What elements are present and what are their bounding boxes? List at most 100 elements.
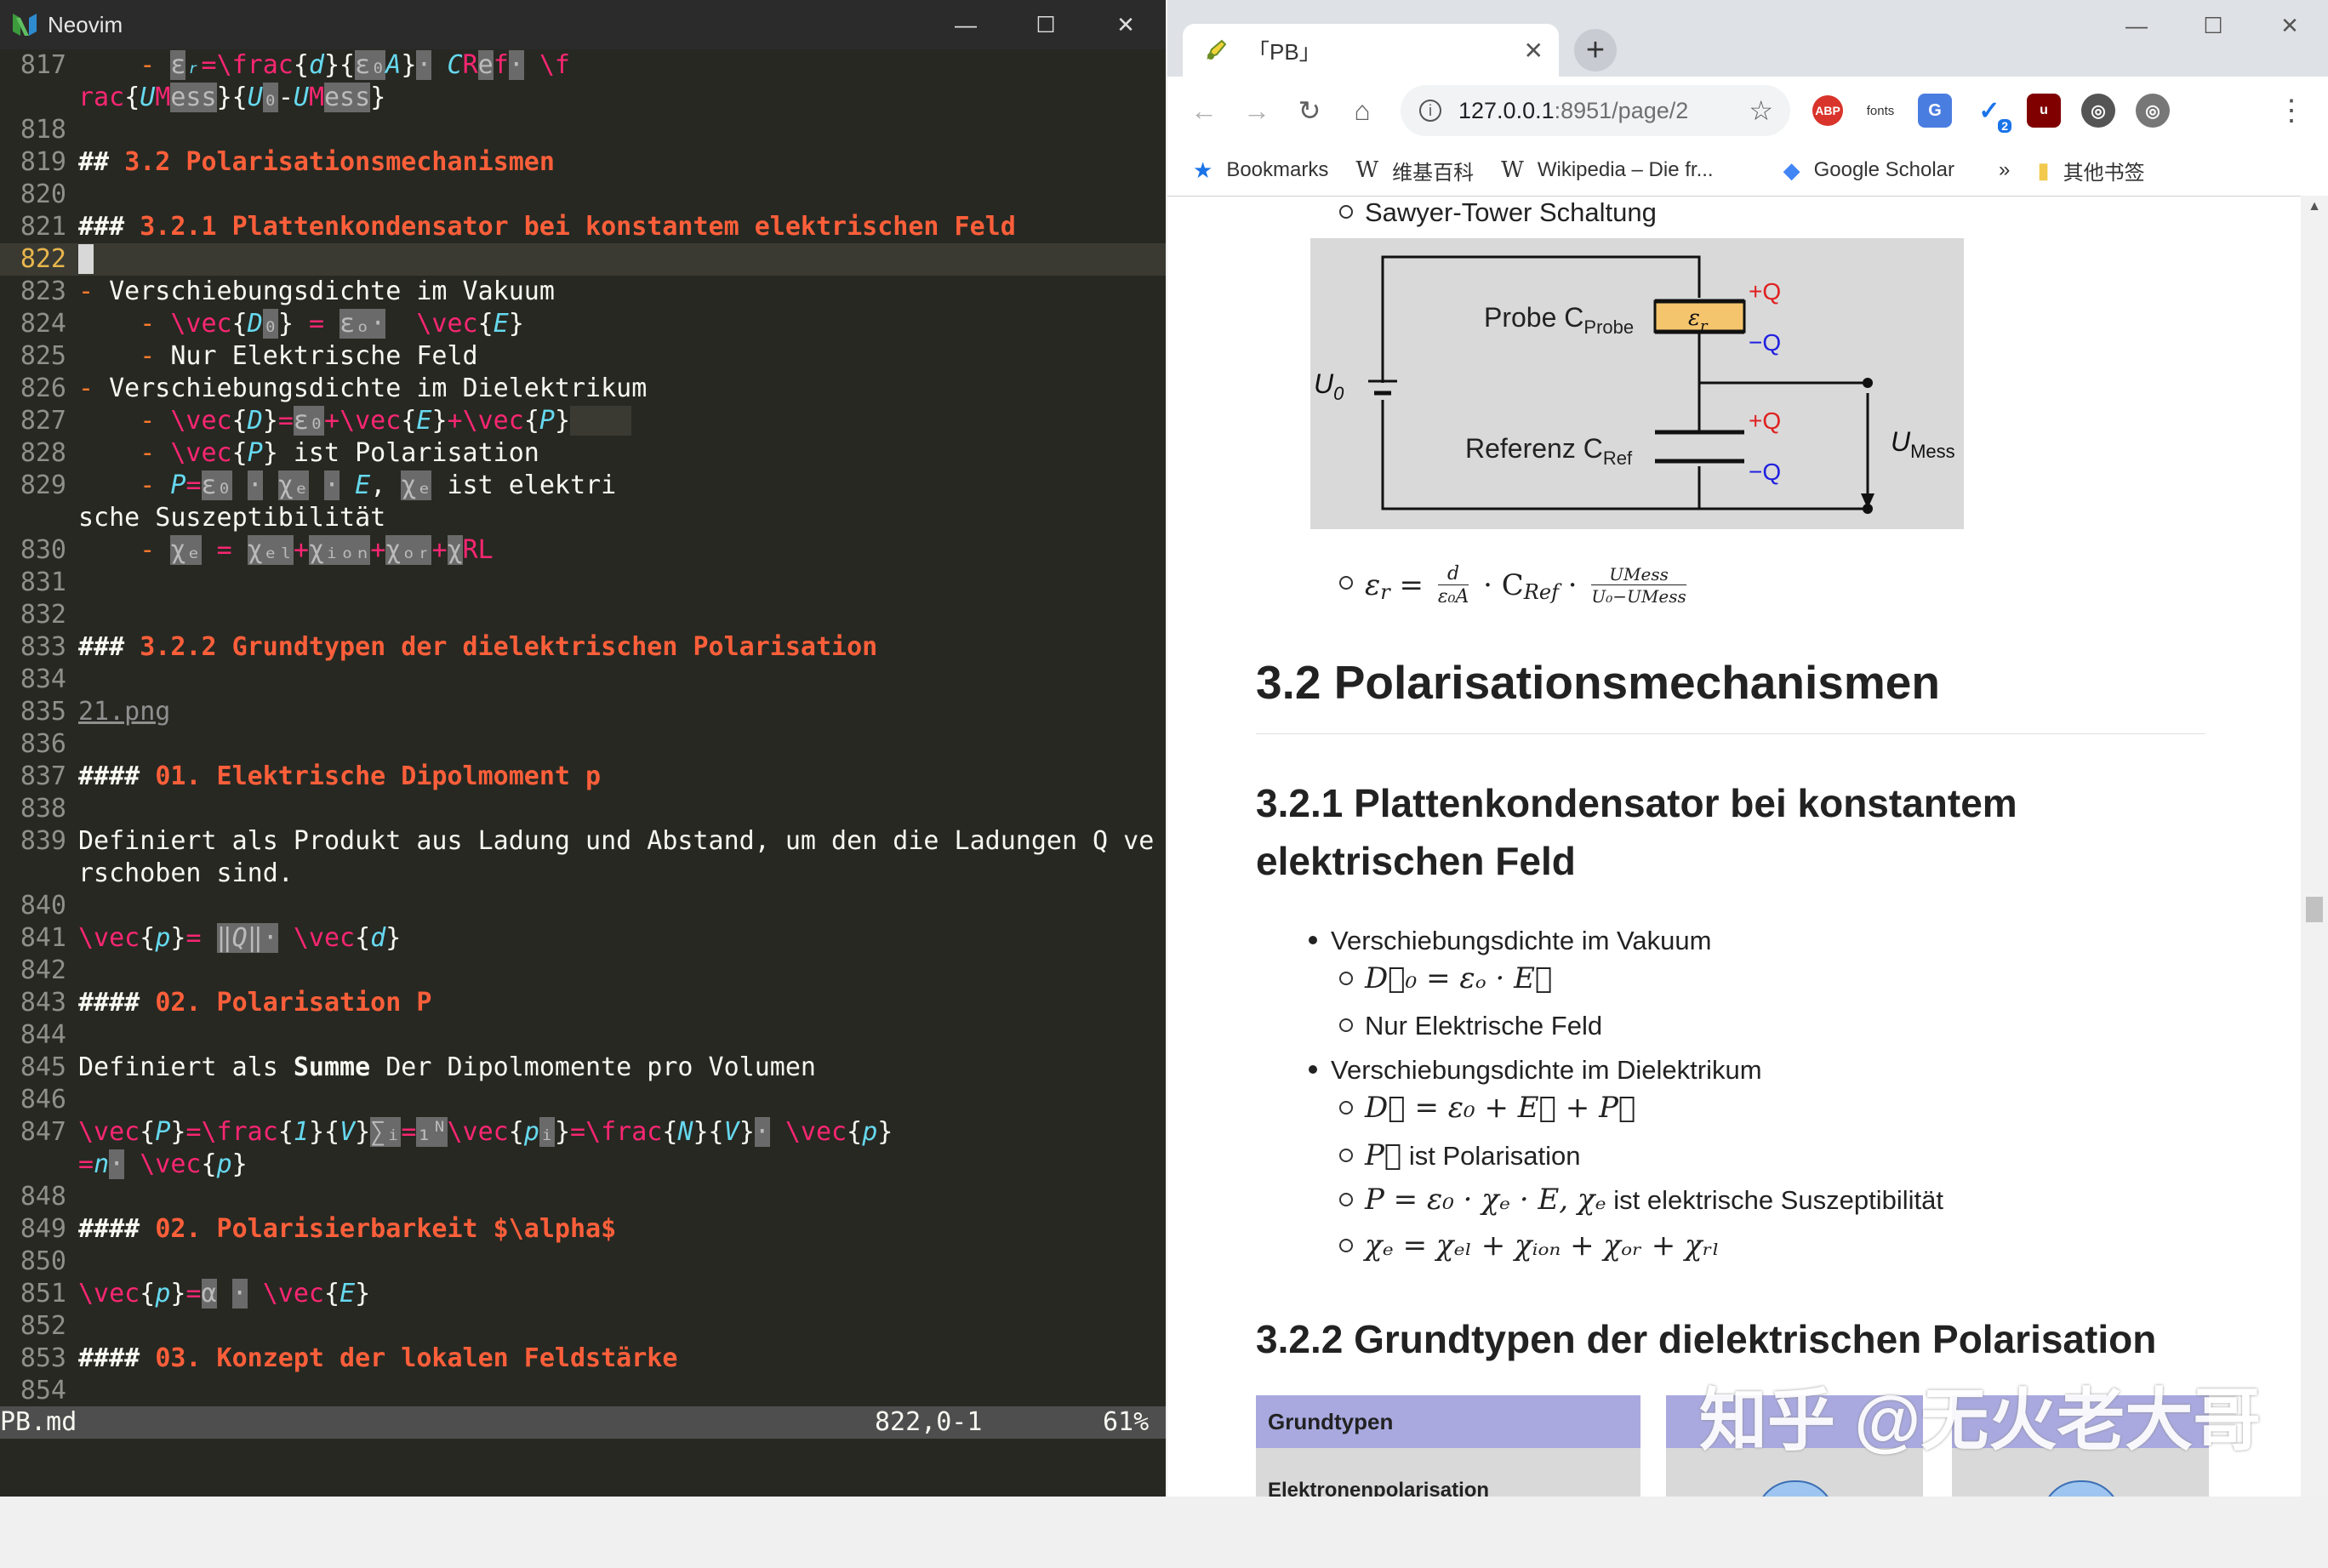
menu-kebab-icon[interactable]: ⋮ (2277, 94, 2306, 127)
code-line: 841\vec{p}= ‖Q‖· \vec{d} (20, 923, 402, 953)
close-icon[interactable]: ✕ (1116, 11, 1135, 37)
code-line: 854 (20, 1376, 66, 1405)
folder-icon: ▮ (2037, 157, 2050, 183)
code-line: 836 (20, 729, 66, 759)
window-title: Neovim (48, 11, 123, 37)
table-row: Elektronenpolarisation (1268, 1479, 1490, 1497)
status-cursor-position: 822,0-1 (875, 1407, 983, 1437)
code-line: 817 - εᵣ=\frac{d}{ε₀A}· CRef· \f (20, 50, 570, 80)
epsilon-r-label: εr (1688, 305, 1709, 335)
status-filename: PB.md (0, 1407, 77, 1437)
bookmark-star-icon[interactable]: ☆ (1749, 95, 1773, 126)
wikipedia-icon: W (1501, 157, 1524, 183)
ublock-icon[interactable]: u (2027, 94, 2061, 128)
url-path: :8951/page/2 (1554, 97, 1689, 123)
other-bookmarks-folder[interactable]: ▮其他书签 (2037, 157, 2145, 185)
fonts-extension-icon[interactable]: fonts (1866, 103, 1895, 118)
code-line: 825 - Nur Elektrische Feld (20, 341, 478, 371)
code-line: 850 (20, 1246, 66, 1276)
tab-close-icon[interactable]: ✕ (1523, 37, 1543, 64)
code-line: 842 (20, 955, 66, 985)
maximize-icon[interactable]: ☐ (1036, 11, 1056, 37)
probe-label: Probe CProbe (1484, 302, 1634, 338)
back-arrow-icon[interactable]: ← (1190, 94, 1218, 126)
editor-buffer[interactable]: 817 - εᵣ=\frac{d}{ε₀A}· CRef· \f rac{UMe… (0, 49, 1166, 1406)
checker-extension-icon[interactable]: ✓2 (1972, 94, 2011, 133)
code-line: rschoben sind. (78, 858, 294, 888)
status-line: PB.md 822,0-1 61% (0, 1406, 1166, 1439)
minimize-icon[interactable]: — (955, 11, 977, 37)
code-line: 847\vec{P}=\frac{1}{V}∑ᵢ=₁ᴺ\vec{pᵢ}=\fra… (20, 1117, 893, 1147)
page-content[interactable]: Sawyer-Tower Schaltung (1167, 196, 2328, 1497)
translate-icon[interactable]: G (1918, 94, 1952, 128)
minus-q-label: −Q (1749, 329, 1781, 356)
spiral-extension-icon[interactable]: ◎ (2081, 94, 2115, 128)
code-line: 846 (20, 1085, 66, 1115)
info-icon[interactable]: i (1419, 100, 1441, 122)
scholar-icon: ◆ (1783, 157, 1800, 183)
heading-grundtypen: 3.2.2 Grundtypen der dielektrischen Pola… (1256, 1317, 2157, 1361)
code-line: 832 (20, 600, 66, 630)
code-line: 833### 3.2.2 Grundtypen der dielektrisch… (20, 632, 878, 662)
bookmarks-overflow-icon[interactable]: » (1999, 158, 2011, 181)
code-line: 848 (20, 1182, 66, 1212)
code-line: 830 - χₑ = χₑₗ+χᵢₒₙ+χₒᵣ+χRL (20, 535, 494, 565)
browser-toolbar: ← → ↻ ⌂ i 127.0.0.1:8951/page/2 ☆ ABP fo… (1167, 77, 2328, 145)
current-code-line: 822 (0, 243, 1166, 276)
code-line: 827 - \vec{D}=ε₀+\vec{E}+\vec{P} (0, 405, 1166, 437)
list-item: P = ε₀ · χₑ · E, χₑ ist elektrische Susz… (1339, 1183, 1943, 1217)
command-line[interactable] (0, 1439, 1166, 1497)
code-line: sche Suszeptibilität (78, 503, 386, 533)
code-line: =n· \vec{p} (78, 1149, 248, 1179)
text-cursor (78, 244, 94, 274)
minus-q-label: −Q (1749, 459, 1781, 485)
scroll-up-icon[interactable]: ▲ (2308, 199, 2321, 214)
code-line: 821### 3.2.1 Plattenkondensator bei kons… (20, 212, 1016, 242)
forward-arrow-icon[interactable]: → (1243, 94, 1270, 126)
sawyer-tower-circuit-diagram: U0 Probe CProbe εr Referenz CRef +Q −Q +… (1310, 238, 1964, 529)
new-tab-button[interactable]: + (1574, 29, 1617, 71)
minimize-icon[interactable]: — (2125, 12, 2148, 38)
code-line: 837#### 01. Elektrische Dipolmoment p (20, 761, 602, 791)
bookmark-item[interactable]: ★Bookmarks (1193, 157, 1329, 183)
code-line: 834 (20, 664, 66, 694)
plus-q-label: +Q (1749, 278, 1781, 305)
spiral-extension-2-icon[interactable]: ◎ (2136, 94, 2170, 128)
home-icon[interactable]: ⌂ (1354, 94, 1371, 126)
adblock-plus-icon[interactable]: ABP (1812, 95, 1843, 126)
tab-strip: 「PB」 ✕ + — ☐ ✕ (1167, 0, 2328, 77)
address-bar[interactable]: i 127.0.0.1:8951/page/2 ☆ (1401, 85, 1790, 136)
formula-d0: D⃗₀ = εₒ · E⃗ (1339, 961, 1552, 995)
reload-icon[interactable]: ↻ (1298, 95, 1321, 126)
list-item: Sawyer-Tower Schaltung (1339, 197, 1657, 228)
formula-chi: χₑ = χₑₗ + χᵢₒₙ + χₒᵣ + χᵣₗ (1339, 1229, 1720, 1263)
neovim-logo-icon (13, 14, 37, 36)
code-line: 823- Verschiebungsdichte im Vakuum (20, 277, 555, 306)
code-line: 843#### 02. Polarisation P (20, 988, 432, 1018)
code-line: 840 (20, 891, 66, 921)
polarisation-image (1666, 1395, 1923, 1497)
code-line: 853#### 03. Konzept der lokalen Feldstär… (20, 1343, 678, 1373)
scrollbar-thumb[interactable] (2306, 897, 2323, 922)
u0-label: U0 (1314, 368, 1344, 404)
code-line: 829 - P=ε₀ · χₑ · E, χₑ ist elektri (20, 470, 617, 500)
code-line: 844 (20, 1020, 66, 1050)
image-link[interactable]: 21.png (78, 697, 171, 727)
code-line: 828 - \vec{P} ist Polarisation (20, 438, 539, 468)
maximize-icon[interactable]: ☐ (2203, 12, 2223, 38)
bookmark-item[interactable]: ◆Google Scholar (1783, 157, 1955, 183)
close-icon[interactable]: ✕ (2280, 12, 2299, 38)
url-host: 127.0.0.1 (1458, 97, 1555, 123)
code-line: 820 (20, 180, 66, 209)
code-line: 819## 3.2 Polarisationsmechanismen (20, 147, 555, 177)
tab-pb[interactable]: 「PB」 ✕ (1183, 24, 1559, 77)
list-item: P⃗ ist Polarisation (1339, 1138, 1581, 1172)
page-scrollbar[interactable]: ▲ (2301, 196, 2328, 1497)
grundtypen-table-image: Grundtypen Elektronenpolarisation (1256, 1395, 1640, 1497)
